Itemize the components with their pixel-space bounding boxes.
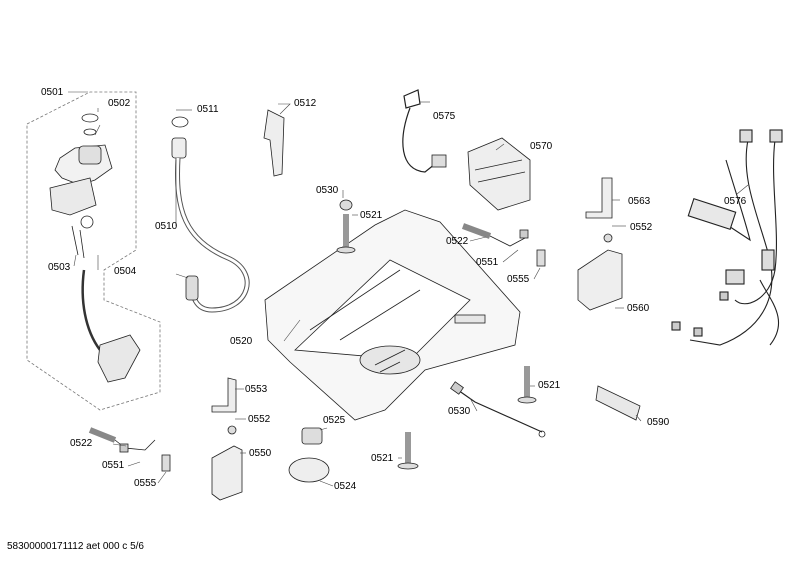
label-0552-a: 0552: [248, 414, 271, 425]
label-0510: 0510: [155, 221, 178, 232]
label-0563: 0563: [628, 196, 651, 207]
cable-0530: [454, 387, 543, 433]
module-0570: [467, 137, 531, 211]
wiring-harness-0576: [671, 129, 783, 346]
label-0522-b: 0522: [446, 236, 469, 247]
foot-0521-a: [336, 214, 356, 254]
label-0555-a: 0555: [134, 478, 157, 489]
label-0503: 0503: [48, 262, 71, 273]
label-0530-b: 0530: [448, 406, 471, 417]
leader-lines: [68, 91, 749, 487]
filter-0590: [595, 385, 641, 421]
label-0525: 0525: [323, 415, 346, 426]
valve-assembly: [49, 113, 113, 259]
label-0521-b: 0521: [538, 380, 561, 391]
bracket-0553: [211, 377, 237, 413]
foot-0521-b: [517, 366, 537, 404]
bracket-0512: [263, 109, 285, 177]
label-0530-a: 0530: [316, 185, 339, 196]
disc-0524: [288, 457, 330, 483]
label-0521-c: 0521: [371, 453, 394, 464]
label-0524: 0524: [334, 481, 357, 492]
label-0553: 0553: [245, 384, 268, 395]
label-0520: 0520: [230, 336, 253, 347]
label-0501: 0501: [41, 87, 64, 98]
base-tub-0520: [264, 209, 521, 421]
bracket-0563: [585, 177, 613, 219]
assembly-outline-0501: [26, 91, 161, 411]
label-0570: 0570: [530, 141, 553, 152]
drawing-reference: 58300000171112 aet 000 c 5/6: [7, 541, 144, 552]
foot-0521-c: [397, 432, 419, 470]
label-0502: 0502: [108, 98, 131, 109]
cable-0575: [402, 89, 441, 173]
label-0521-a: 0521: [360, 210, 383, 221]
label-0551-b: 0551: [476, 257, 499, 268]
float-0522-a: [88, 427, 117, 443]
drain-hose-0504: [81, 269, 102, 351]
cap-0530-a: [339, 199, 353, 211]
label-0552-b: 0552: [630, 222, 653, 233]
bracket-0550: [211, 445, 243, 501]
label-0576: 0576: [724, 196, 747, 207]
bracket-0560: [577, 249, 623, 311]
sensor-0525: [301, 427, 323, 445]
label-0575: 0575: [433, 111, 456, 122]
hose-0510: [171, 116, 250, 313]
label-0522-a: 0522: [70, 438, 93, 449]
label-0511: 0511: [197, 104, 219, 115]
label-0551-a: 0551: [102, 460, 125, 471]
float-0522-b: [461, 223, 492, 239]
label-0504: 0504: [114, 266, 137, 277]
label-0550: 0550: [249, 448, 272, 459]
label-0555-b: 0555: [507, 274, 530, 285]
label-0560: 0560: [627, 303, 650, 314]
label-0512: 0512: [294, 98, 317, 109]
label-0590: 0590: [647, 417, 670, 428]
